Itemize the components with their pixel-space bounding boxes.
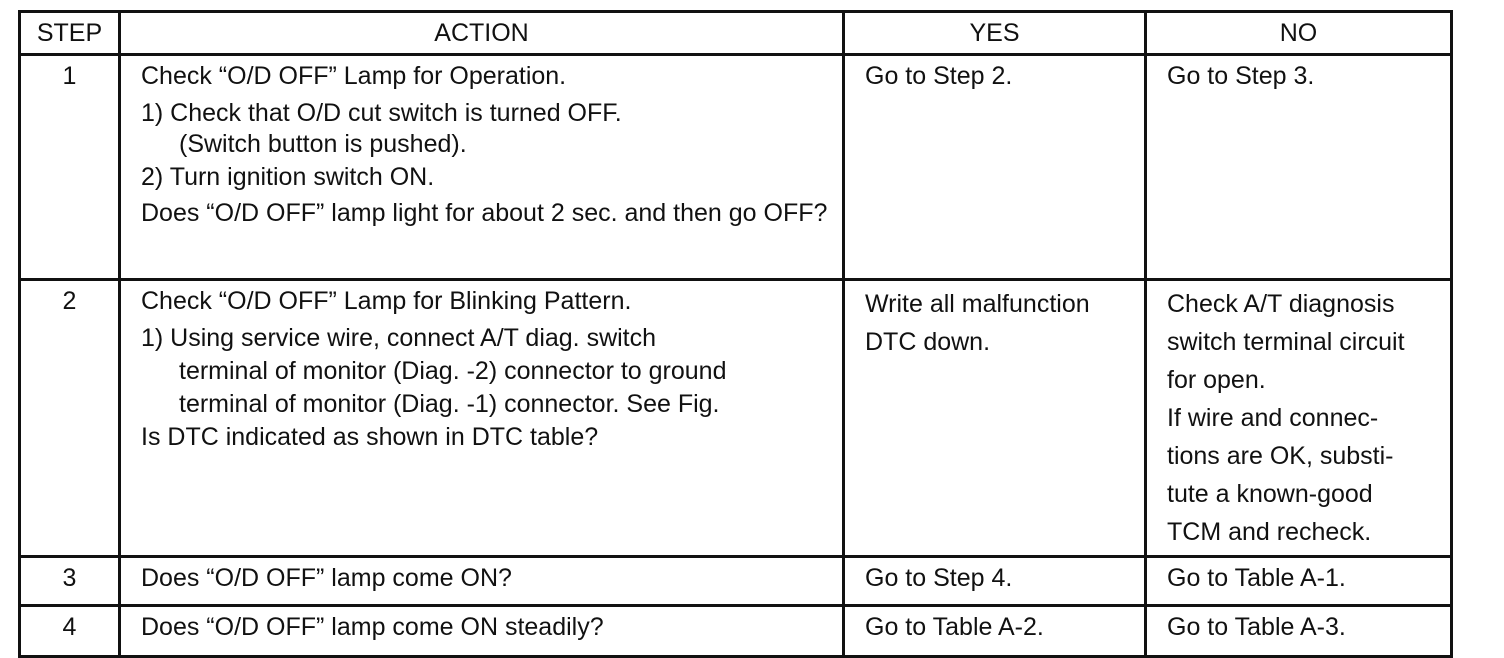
action-item: 1) Using service wire, connect A/T diag.… bbox=[141, 324, 657, 352]
no-line: tions are OK, substi- bbox=[1167, 442, 1394, 470]
action-question: Does “O/D OFF” lamp light for about 2 se… bbox=[141, 199, 828, 227]
action-item-continuation: terminal of monitor (Diag. -1) connector… bbox=[179, 390, 720, 418]
diagnosis-flow-table-container: STEP ACTION YES NO 1 Check “O/D OFF” Lam… bbox=[18, 10, 1453, 658]
action-cell: Check “O/D OFF” Lamp for Blinking Patter… bbox=[118, 278, 845, 558]
header-yes: YES bbox=[842, 10, 1147, 56]
action-item-continuation: terminal of monitor (Diag. -2) connector… bbox=[179, 357, 727, 385]
yes-cell: Go to Table A-2. bbox=[842, 604, 1147, 658]
action-question: Is DTC indicated as shown in DTC table? bbox=[141, 423, 599, 451]
action-item-continuation: (Switch button is pushed). bbox=[179, 130, 467, 158]
table-row-step-3: 3 Does “O/D OFF” lamp come ON? Go to Ste… bbox=[18, 555, 1453, 607]
no-line: switch terminal circuit bbox=[1167, 328, 1405, 356]
table-row-step-1: 1 Check “O/D OFF” Lamp for Operation. 1)… bbox=[18, 53, 1453, 281]
table-header-row: STEP ACTION YES NO bbox=[18, 10, 1453, 56]
no-line: for open. bbox=[1167, 366, 1266, 394]
header-action: ACTION bbox=[118, 10, 845, 56]
header-step: STEP bbox=[18, 10, 121, 56]
no-line: tute a known-good bbox=[1167, 480, 1373, 508]
step-number: 3 bbox=[18, 555, 121, 607]
yes-cell: Write all malfunction DTC down. bbox=[842, 278, 1147, 558]
no-cell: Go to Step 3. bbox=[1144, 53, 1453, 281]
table-row-step-4: 4 Does “O/D OFF” lamp come ON steadily? … bbox=[18, 604, 1453, 658]
step-number: 1 bbox=[18, 53, 121, 281]
no-line: If wire and connec- bbox=[1167, 404, 1379, 432]
diagnosis-flow-table: STEP ACTION YES NO 1 Check “O/D OFF” Lam… bbox=[18, 10, 1453, 658]
header-no: NO bbox=[1144, 10, 1453, 56]
no-line: Check A/T diagnosis bbox=[1167, 290, 1395, 318]
no-line: TCM and recheck. bbox=[1167, 518, 1372, 546]
action-cell: Does “O/D OFF” lamp come ON? bbox=[118, 555, 845, 607]
step-number: 4 bbox=[18, 604, 121, 658]
no-cell: Go to Table A-1. bbox=[1144, 555, 1453, 607]
step-number: 2 bbox=[18, 278, 121, 558]
yes-cell: Go to Step 2. bbox=[842, 53, 1147, 281]
action-title: Check “O/D OFF” Lamp for Operation. bbox=[141, 62, 567, 90]
action-item: 2) Turn ignition switch ON. bbox=[141, 163, 435, 191]
no-cell: Go to Table A-3. bbox=[1144, 604, 1453, 658]
action-cell: Does “O/D OFF” lamp come ON steadily? bbox=[118, 604, 845, 658]
action-item: 1) Check that O/D cut switch is turned O… bbox=[141, 99, 622, 127]
action-title: Check “O/D OFF” Lamp for Blinking Patter… bbox=[141, 287, 632, 315]
table-row-step-2: 2 Check “O/D OFF” Lamp for Blinking Patt… bbox=[18, 278, 1453, 558]
yes-cell: Go to Step 4. bbox=[842, 555, 1147, 607]
no-cell: Check A/T diagnosis switch terminal circ… bbox=[1144, 278, 1453, 558]
action-cell: Check “O/D OFF” Lamp for Operation. 1) C… bbox=[118, 53, 845, 281]
